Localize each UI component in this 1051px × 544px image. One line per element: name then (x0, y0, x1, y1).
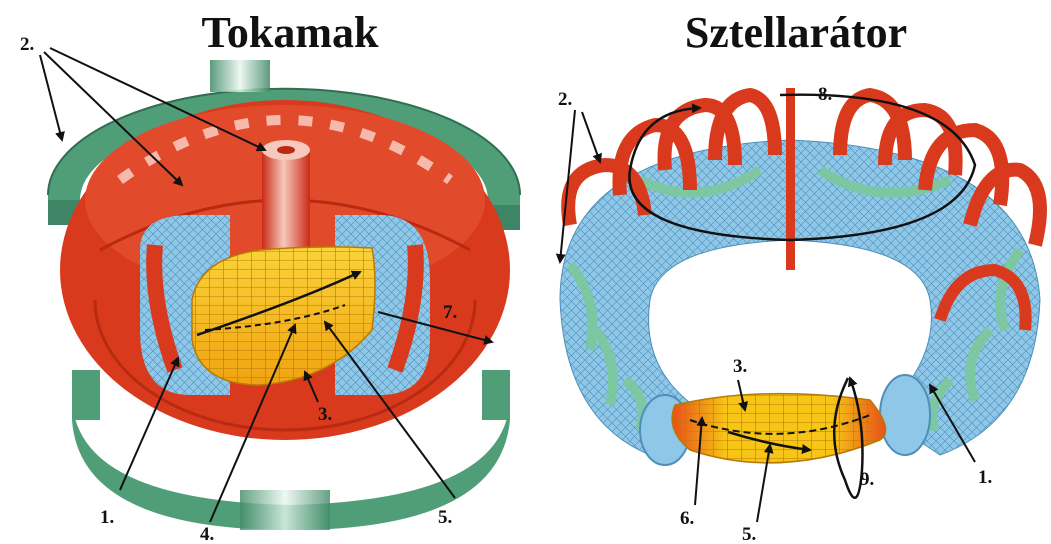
tokamak-title: Tokamak (202, 8, 379, 57)
tokamak-label-7: 7. (443, 302, 457, 323)
tokamak-label-3: 3. (318, 404, 332, 425)
stellarator-label-5: 5. (742, 524, 756, 544)
stellarator-title: Sztellarátor (685, 8, 907, 57)
tokamak-label-5: 5. (438, 507, 452, 528)
stellarator-label-6: 6. (680, 508, 694, 529)
tokamak-label-4: 4. (200, 524, 214, 544)
tokamak-label-1: 1. (100, 507, 114, 528)
stellarator-drawing: Sztellarátor 2. 8. 3. 6. 5. 9. 1. (558, 8, 1040, 544)
tokamak-drawing: Tokamak 2. 1. 3. 4. 5. 7. (20, 8, 520, 544)
stellarator-plasma (672, 394, 885, 463)
stellarator-label-3: 3. (733, 356, 747, 377)
stellarator-label-2: 2. (558, 89, 572, 110)
stellarator-label-1: 1. (978, 467, 992, 488)
tokamak-label-2: 2. (20, 34, 34, 55)
stellarator-label-8: 8. (818, 84, 832, 105)
stellarator-center-bar (786, 88, 795, 270)
stellarator-label-9: 9. (860, 469, 874, 490)
